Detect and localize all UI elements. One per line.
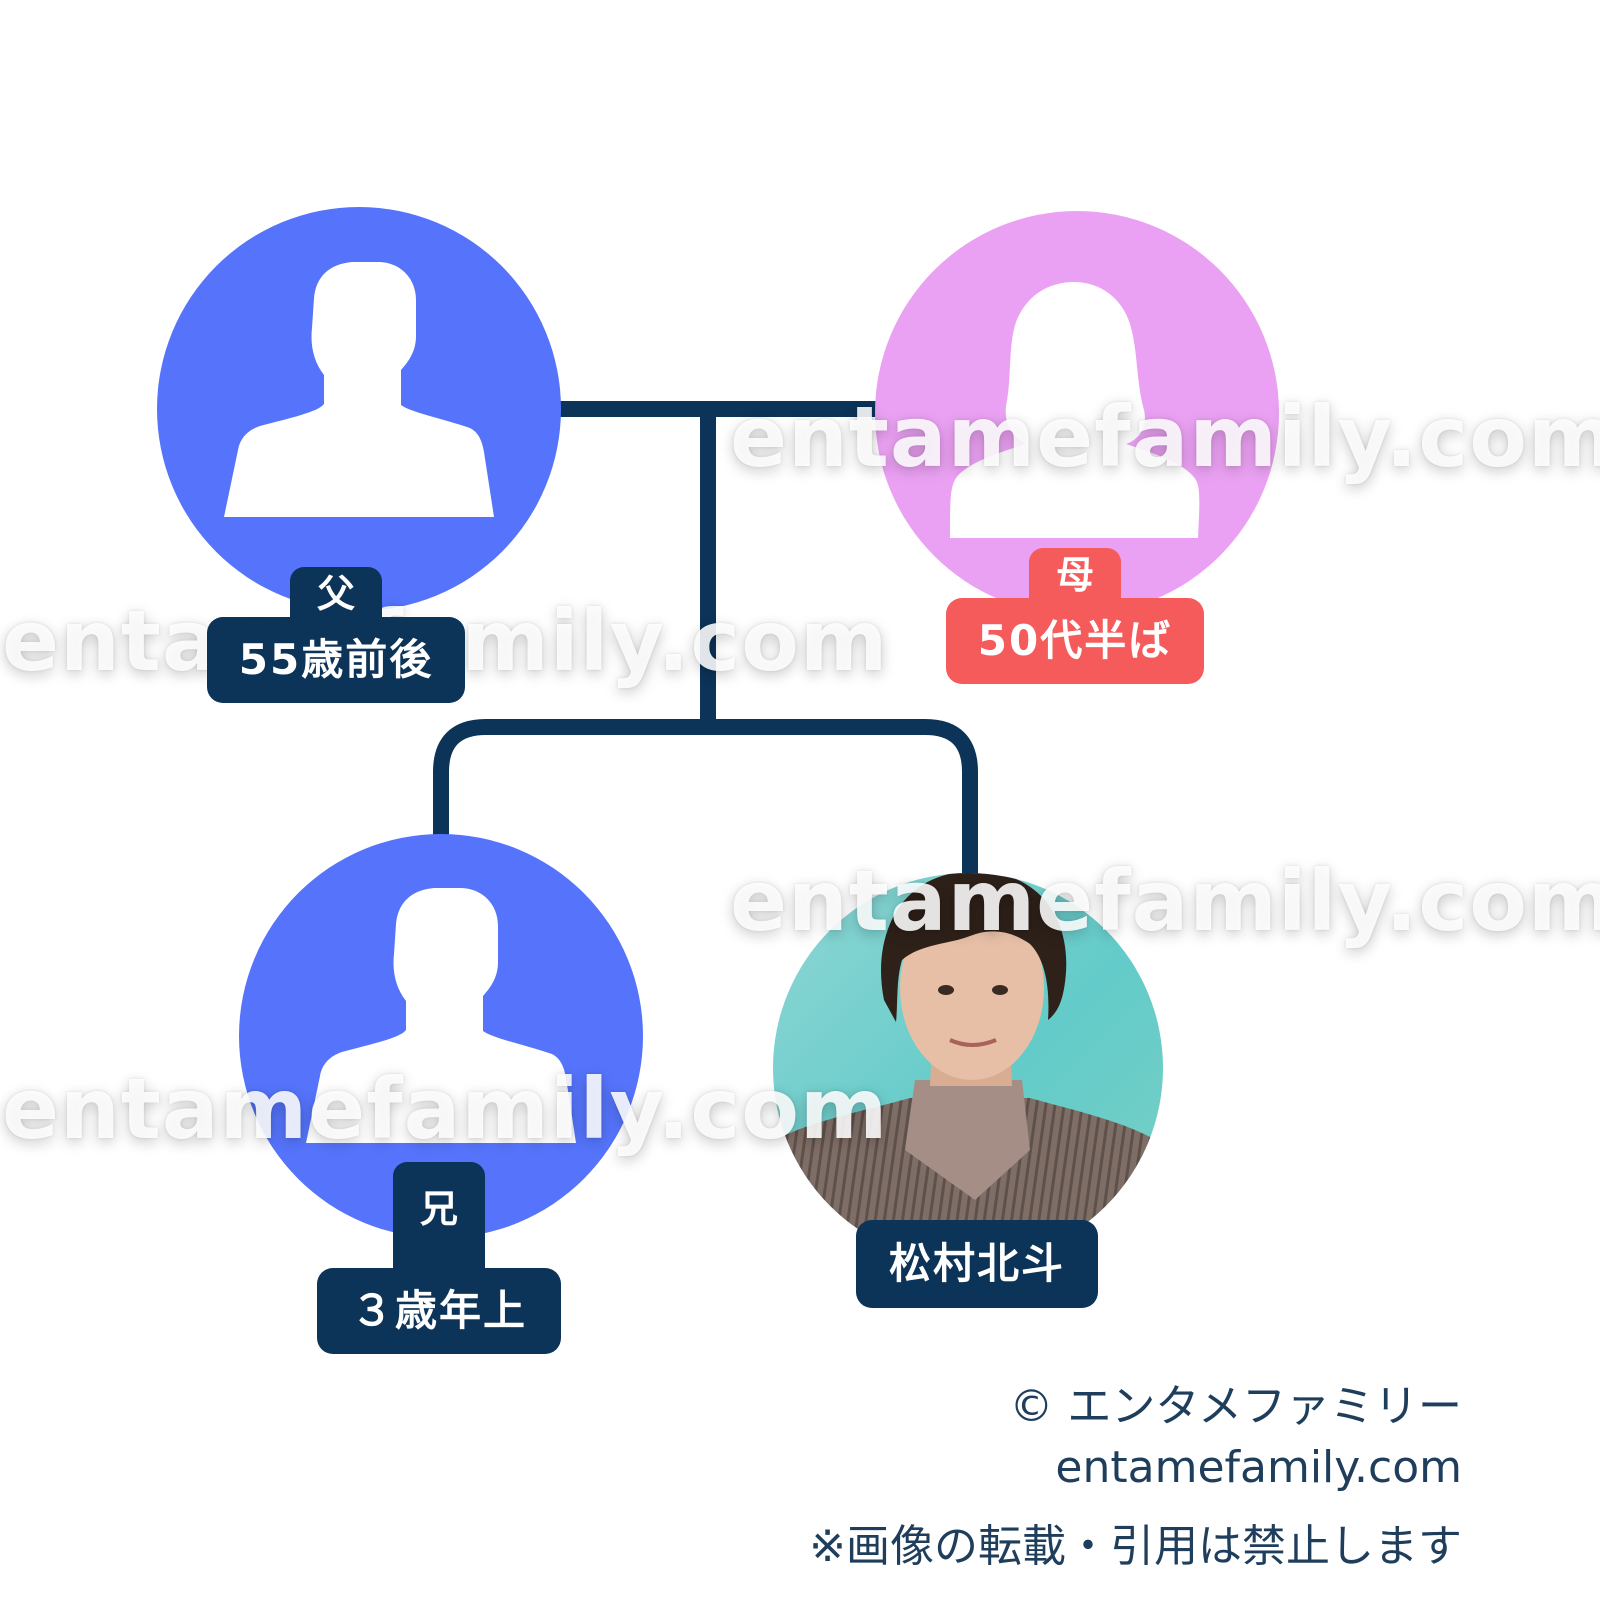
reprint-notice-text: ※画像の転載・引用は禁止します bbox=[809, 1510, 1462, 1574]
site-url-text: entamefamily.com bbox=[1055, 1442, 1462, 1493]
portrait-photo bbox=[760, 870, 1170, 1270]
brother-relation: 兄 bbox=[393, 1162, 485, 1268]
copyright-text: © エンタメファミリー bbox=[1009, 1370, 1462, 1434]
father-node bbox=[157, 207, 561, 611]
father-label: 父 55歳前後 bbox=[207, 567, 465, 703]
brother-label: 兄 ３歳年上 bbox=[317, 1162, 561, 1354]
self-label: 松村北斗 bbox=[856, 1220, 1098, 1308]
mother-label: 母 50代半ば bbox=[946, 548, 1204, 684]
self-name: 松村北斗 bbox=[856, 1220, 1098, 1308]
self-node bbox=[760, 870, 1170, 1270]
mother-relation: 母 bbox=[1029, 548, 1121, 598]
father-relation: 父 bbox=[290, 567, 382, 617]
brother-age: ３歳年上 bbox=[317, 1268, 561, 1354]
mother-age: 50代半ば bbox=[946, 598, 1204, 684]
father-age: 55歳前後 bbox=[207, 617, 465, 703]
